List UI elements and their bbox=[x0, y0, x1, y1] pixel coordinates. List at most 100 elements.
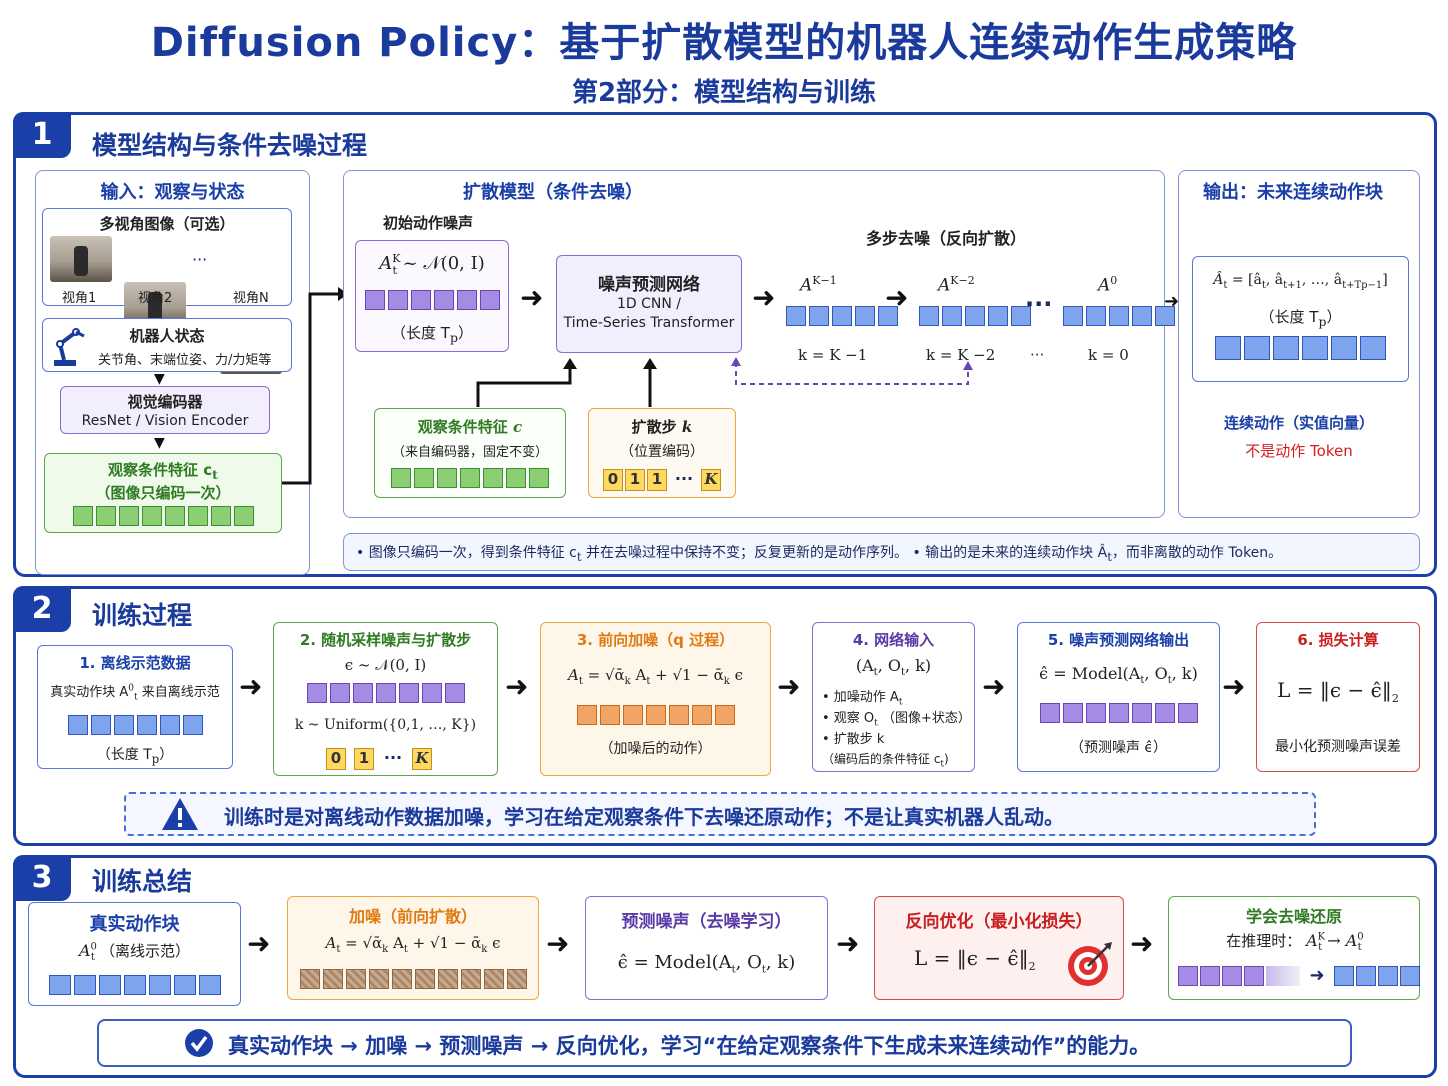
noise-cells bbox=[355, 290, 509, 310]
right-arrow-icon: ➜ bbox=[1222, 670, 1246, 703]
output-note-not-token: 不是动作 Token bbox=[1245, 442, 1353, 460]
diffusion-step-title: 扩散步 k bbox=[631, 418, 693, 436]
step-cells bbox=[786, 306, 898, 326]
vision-encoder-title: 视觉编码器 bbox=[127, 393, 203, 411]
right-arrow-icon: ➜ bbox=[546, 927, 570, 960]
train-step-3 bbox=[540, 622, 771, 776]
right-arrow-icon: ➜ bbox=[520, 281, 544, 314]
step-label: AK−1 bbox=[800, 274, 837, 296]
down-arrow-icon: ▼ bbox=[154, 371, 165, 387]
train-step-6-formula: L = ‖ϵ − ϵ̂‖2 bbox=[1277, 678, 1399, 705]
warning-icon bbox=[162, 798, 198, 830]
right-arrow-icon: ➜ bbox=[247, 927, 271, 960]
robot-state-desc: 关节角、末端位姿、力/力矩等 bbox=[98, 353, 272, 368]
train-step-1-text: 真实动作块 A0t 来自离线示范 bbox=[50, 683, 220, 703]
feature-cells bbox=[44, 506, 282, 526]
step-label: A0 bbox=[1098, 274, 1118, 296]
step-cells bbox=[1063, 306, 1175, 326]
down-arrow-icon: ▼ bbox=[154, 435, 165, 451]
summary-real-action-cells bbox=[28, 975, 241, 995]
train-step-5-cells bbox=[1017, 703, 1220, 723]
init-noise-length: （长度 Tp） bbox=[391, 324, 473, 345]
train-step-4-item: • 观察 Ot （图像+状态） bbox=[822, 711, 971, 729]
vision-encoder bbox=[60, 386, 270, 434]
train-step-4-item: • 加噪动作 At bbox=[822, 690, 903, 708]
output-panel-title: 输出：未来连续动作块 bbox=[1203, 182, 1383, 203]
output-length: （长度 Tp） bbox=[1259, 308, 1342, 329]
diffusion-panel-title: 扩散模型（条件去噪） bbox=[463, 182, 643, 203]
right-arrow-icon: ➜ bbox=[239, 670, 263, 703]
section-1-footnote: • 图像只编码一次，得到条件特征 ct 并在去噪过程中保持不变；反复更新的是动作… bbox=[343, 533, 1420, 571]
train-step-4 bbox=[812, 622, 975, 772]
section-1-number: 1 bbox=[13, 112, 71, 158]
output-note-continuous: 连续动作（实值向量） bbox=[1223, 414, 1374, 432]
obs-feature-desc: （图像只编码一次） bbox=[95, 484, 231, 502]
train-step-3-title: 3. 前向加噪（q 过程） bbox=[576, 631, 735, 649]
right-arrow-icon: ➜ bbox=[836, 927, 860, 960]
final-summary bbox=[97, 1019, 1352, 1067]
train-step-1-title: 1. 离线示范数据 bbox=[79, 654, 191, 672]
train-step-2-noise: ϵ ~ 𝒩(0, I) bbox=[344, 656, 427, 674]
train-step-5-title: 5. 噪声预测网络输出 bbox=[1047, 631, 1190, 649]
target-icon bbox=[1068, 942, 1112, 986]
section-2-title: 训练过程 bbox=[92, 601, 193, 630]
train-step-5-formula: ϵ̂ = Model(At, Ot, k) bbox=[1039, 664, 1198, 687]
init-noise-label: 初始动作噪声 bbox=[383, 214, 474, 232]
multistep-label: 多步去噪（反向扩散） bbox=[866, 229, 1027, 248]
obs-feature-title: 观察条件特征 ct bbox=[108, 461, 218, 482]
training-warning-text: 训练时是对离线动作数据加噪，学习在给定观察条件下去噪还原动作；不是让真实机器人乱… bbox=[224, 805, 1064, 829]
summary-denoise-visual: ➜ bbox=[1178, 965, 1420, 986]
summary-learn-denoise-text: 在推理时： AKt → A0t bbox=[1226, 931, 1364, 954]
step-k-label: k = 0 bbox=[1088, 346, 1129, 364]
summary-add-noise-formula: At = √ᾱk At + √1 − ᾱk ϵ bbox=[325, 934, 501, 955]
summary-learn-denoise-title: 学会去噪还原 bbox=[1245, 907, 1342, 926]
train-step-3-formula: At = √ᾱk At + √1 − ᾱk ϵ bbox=[567, 666, 744, 687]
final-summary-text: 真实动作块 → 加噪 → 预测噪声 → 反向优化，学习“在给定观察条件下生成未来… bbox=[228, 1034, 1151, 1058]
summary-optimize-title: 反向优化（最小化损失） bbox=[905, 912, 1093, 932]
train-step-6-caption: 最小化预测噪声误差 bbox=[1275, 739, 1401, 755]
section-1-title: 模型结构与条件去噪过程 bbox=[92, 131, 368, 160]
train-step-4-formula: (At, Ot, k) bbox=[855, 656, 932, 679]
network-line2: Time-Series Transformer bbox=[563, 315, 735, 331]
step-k-label: k = K −1 bbox=[798, 346, 868, 364]
train-step-5-caption: （预测噪声 ϵ̂） bbox=[1069, 740, 1168, 756]
train-step-5 bbox=[1017, 622, 1220, 772]
cond-to-network-arrow bbox=[476, 358, 657, 407]
train-step-2-k: k ~ Uniform({0,1, …, K}) bbox=[294, 717, 477, 733]
summary-noisy-cells bbox=[287, 969, 539, 989]
output-action-chunk bbox=[1192, 256, 1409, 382]
init-noise-formula: AKt ~ 𝒩(0, I) bbox=[379, 252, 485, 277]
step-k-label: k = K −2 bbox=[926, 346, 996, 364]
input-panel-title: 输入：观察与状态 bbox=[100, 182, 245, 203]
output-formula: Ât = [ât, ât+1, …, ât+Tp−1] bbox=[1213, 272, 1388, 291]
train-step-3-caption: （加噪后的动作） bbox=[599, 741, 712, 757]
network-title: 噪声预测网络 bbox=[598, 275, 700, 295]
network-line1: 1D CNN / bbox=[616, 296, 682, 312]
page-subtitle: 第2部分：模型结构与训练 bbox=[571, 78, 877, 108]
summary-real-action-title: 真实动作块 bbox=[89, 914, 180, 935]
robot-state-title: 机器人状态 bbox=[129, 327, 205, 345]
multiview-images-title: 多视角图像（可选） bbox=[99, 215, 235, 233]
robot-arm-icon bbox=[54, 328, 85, 366]
views-ellipsis: ··· bbox=[192, 250, 208, 269]
train-step-2-cells bbox=[273, 683, 498, 703]
right-arrow-icon: ➜ bbox=[777, 670, 801, 703]
camera-view-image bbox=[50, 236, 112, 282]
train-step-4-title: 4. 网络输入 bbox=[852, 631, 935, 649]
right-arrow-icon: ➜ bbox=[885, 281, 909, 314]
train-step-1 bbox=[37, 645, 233, 769]
section-2-number: 2 bbox=[13, 586, 71, 632]
right-arrow-icon: ➜ bbox=[982, 670, 1006, 703]
train-step-6-title: 6. 损失计算 bbox=[1297, 631, 1379, 649]
train-step-6 bbox=[1256, 622, 1420, 772]
train-step-4-item: • 扩散步 k bbox=[822, 732, 885, 747]
right-arrow-icon: ➜ bbox=[752, 281, 776, 314]
section-3-title: 训练总结 bbox=[92, 867, 193, 896]
training-warning bbox=[124, 792, 1316, 836]
summary-predict-noise-formula: ϵ̂ = Model(At, Ot, k) bbox=[617, 952, 796, 976]
view-label: 视角N bbox=[233, 291, 269, 306]
diffusion-step-desc: （位置编码） bbox=[620, 444, 704, 460]
feature-to-model-arrow bbox=[282, 287, 348, 485]
